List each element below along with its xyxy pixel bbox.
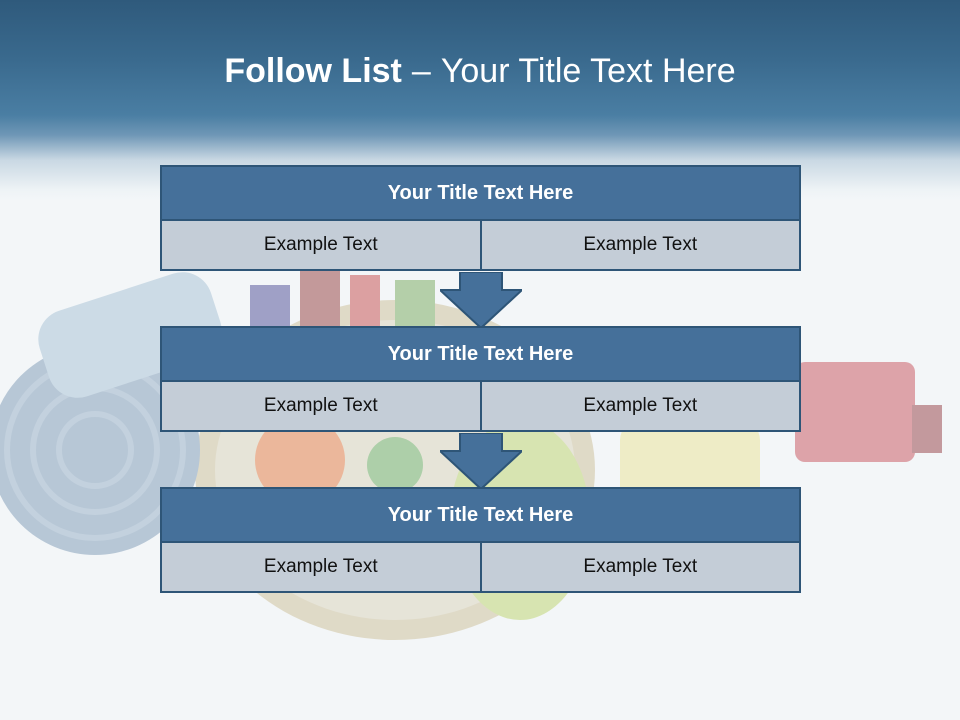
step-row: Example Text Example Text xyxy=(160,543,801,593)
step-title: Your Title Text Here xyxy=(160,165,801,221)
step-cell-left: Example Text xyxy=(160,543,482,593)
title-bold-part: Follow List xyxy=(224,52,402,90)
step-row: Example Text Example Text xyxy=(160,221,801,271)
flow-step-1: Your Title Text Here Example Text Exampl… xyxy=(160,165,801,271)
step-cell-left: Example Text xyxy=(160,221,482,271)
step-row: Example Text Example Text xyxy=(160,382,801,432)
step-title: Your Title Text Here xyxy=(160,326,801,382)
flow-step-3: Your Title Text Here Example Text Exampl… xyxy=(160,487,801,593)
title-dash: – xyxy=(411,52,431,90)
step-cell-right: Example Text xyxy=(481,221,801,271)
step-cell-left: Example Text xyxy=(160,382,482,432)
down-arrow-icon xyxy=(440,433,522,489)
slide-title: Follow List–Your Title Text Here xyxy=(0,52,960,91)
title-rest: Your Title Text Here xyxy=(440,52,736,90)
flow-step-2: Your Title Text Here Example Text Exampl… xyxy=(160,326,801,432)
step-cell-right: Example Text xyxy=(481,382,801,432)
step-cell-right: Example Text xyxy=(481,543,801,593)
step-title: Your Title Text Here xyxy=(160,487,801,543)
down-arrow-icon xyxy=(440,272,522,328)
